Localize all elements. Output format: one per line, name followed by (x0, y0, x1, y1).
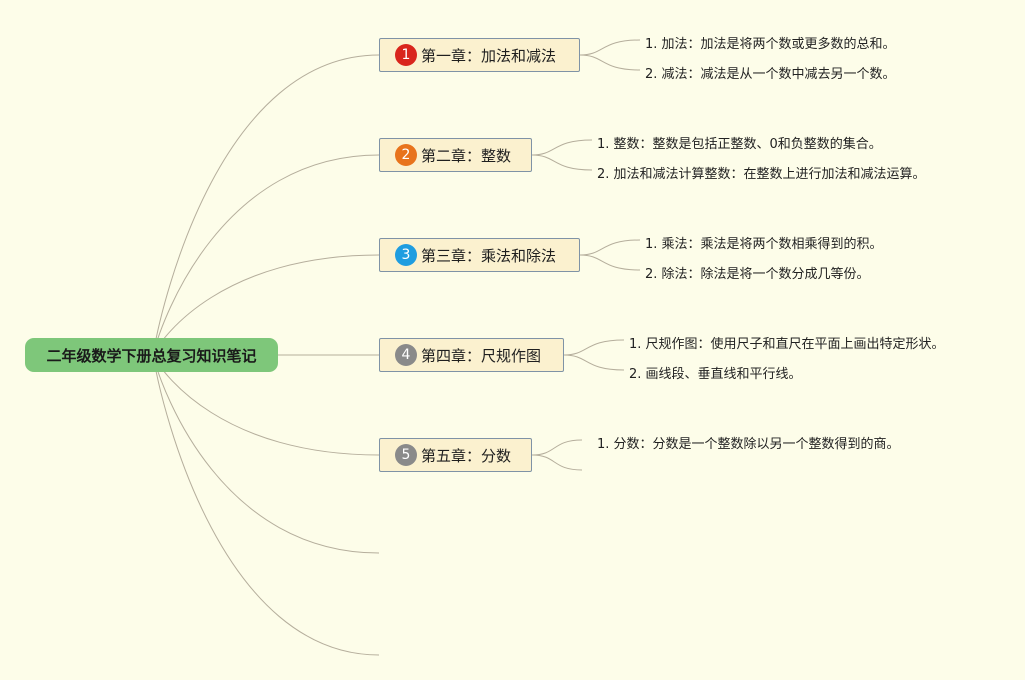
number-3-icon: 3 (395, 244, 417, 266)
chapter-5-title: 第五章：分数 (421, 446, 512, 465)
root-topic-label: 二年级数学下册总复习知识笔记 (46, 346, 257, 365)
number-1-icon: 1 (395, 44, 417, 66)
chapter-branch-line (579, 54, 641, 71)
chapter-branch-line (531, 439, 583, 456)
root-branch-line (152, 54, 380, 356)
root-topic[interactable]: 二年级数学下册总复习知识笔记 (25, 338, 278, 372)
number-2-icon: 2 (395, 144, 417, 166)
chapter-1-item-1[interactable]: 1. 加法：加法是将两个数或更多数的总和。 (645, 37, 896, 52)
chapter-4-title: 第四章：尺规作图 (421, 346, 542, 365)
chapter-3-item-1[interactable]: 1. 乘法：乘法是将两个数相乘得到的积。 (645, 237, 883, 252)
chapter-2-item-2[interactable]: 2. 加法和减法计算整数：在整数上进行加法和减法运算。 (597, 167, 926, 182)
chapter-branch-line (563, 354, 625, 371)
chapter-5-item-1[interactable]: 1. 分数：分数是一个整数除以另一个整数得到的商。 (597, 437, 900, 452)
chapter-2-title: 第二章：整数 (421, 146, 512, 165)
chapter-branch-line (579, 254, 641, 271)
chapter-2-item-1[interactable]: 1. 整数：整数是包括正整数、0和负整数的集合。 (597, 137, 882, 152)
chapter-1-topic[interactable]: 1 第一章：加法和减法 (379, 38, 580, 72)
chapter-1-item-2[interactable]: 2. 减法：减法是从一个数中减去另一个数。 (645, 67, 896, 82)
chapter-branch-line (531, 139, 593, 156)
chapter-4-item-2[interactable]: 2. 画线段、垂直线和平行线。 (629, 367, 802, 382)
root-branch-line (152, 354, 380, 656)
number-4-icon: 4 (395, 344, 417, 366)
chapter-3-item-2[interactable]: 2. 除法：除法是将一个数分成几等份。 (645, 267, 870, 282)
root-branch-line (152, 354, 380, 554)
chapter-1-title: 第一章：加法和减法 (421, 46, 557, 65)
chapter-4-topic[interactable]: 4 第四章：尺规作图 (379, 338, 564, 372)
chapter-branch-line (563, 339, 625, 356)
chapter-branch-line (531, 154, 593, 171)
chapter-3-topic[interactable]: 3 第三章：乘法和除法 (379, 238, 580, 272)
chapter-4-item-1[interactable]: 1. 尺规作图：使用尺子和直尺在平面上画出特定形状。 (629, 337, 945, 352)
root-branch-line (152, 154, 380, 356)
chapter-3-title: 第三章：乘法和除法 (421, 246, 557, 265)
chapter-branch-line (531, 454, 583, 471)
chapter-branch-line (579, 239, 641, 256)
chapter-branch-line (579, 39, 641, 56)
chapter-5-topic[interactable]: 5 第五章：分数 (379, 438, 532, 472)
number-5-icon: 5 (395, 444, 417, 466)
chapter-2-topic[interactable]: 2 第二章：整数 (379, 138, 532, 172)
